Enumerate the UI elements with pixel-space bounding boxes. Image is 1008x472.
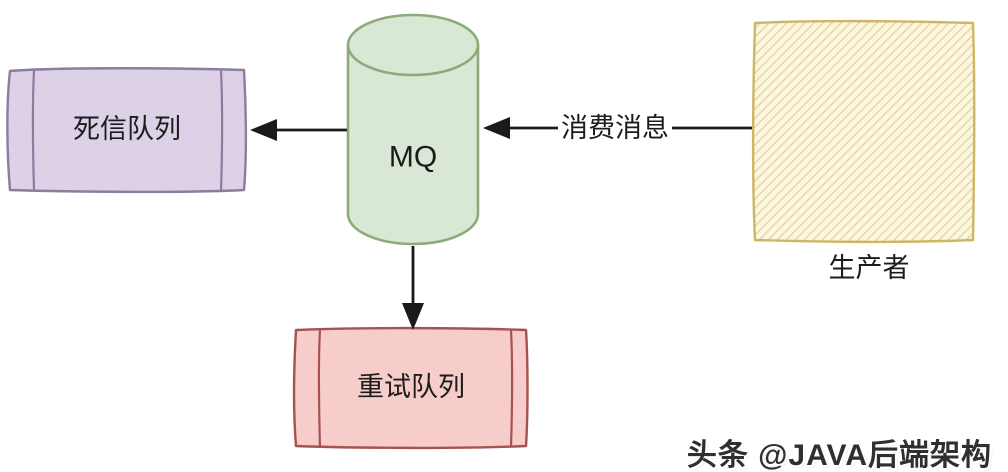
queue-bar-left [317, 328, 322, 448]
dead-letter-queue-label: 死信队列 [73, 114, 181, 145]
mq-cylinder-shape [346, 13, 480, 246]
dead-letter-queue-shape [6, 67, 248, 194]
producer-label: 生产者 [828, 253, 910, 284]
arrow-mq-to-retry [402, 246, 424, 330]
producer-shape [751, 19, 976, 244]
arrowhead-down-icon [402, 303, 424, 330]
arrow-mq-to-dead-letter [250, 119, 347, 141]
retry-queue-label: 重试队列 [357, 372, 465, 403]
watermark: 头条 @JAVA后端架构 [686, 439, 992, 472]
queue-bar-right [509, 328, 514, 448]
arrowhead-left-icon [250, 119, 277, 141]
consume-message-edge-label: 消费消息 [558, 113, 672, 144]
mq-label: MQ [388, 140, 438, 174]
queue-bar-right [219, 69, 224, 191]
queue-bar-left [31, 69, 36, 191]
retry-queue-shape [292, 326, 529, 450]
arrowhead-left-icon [483, 117, 510, 139]
